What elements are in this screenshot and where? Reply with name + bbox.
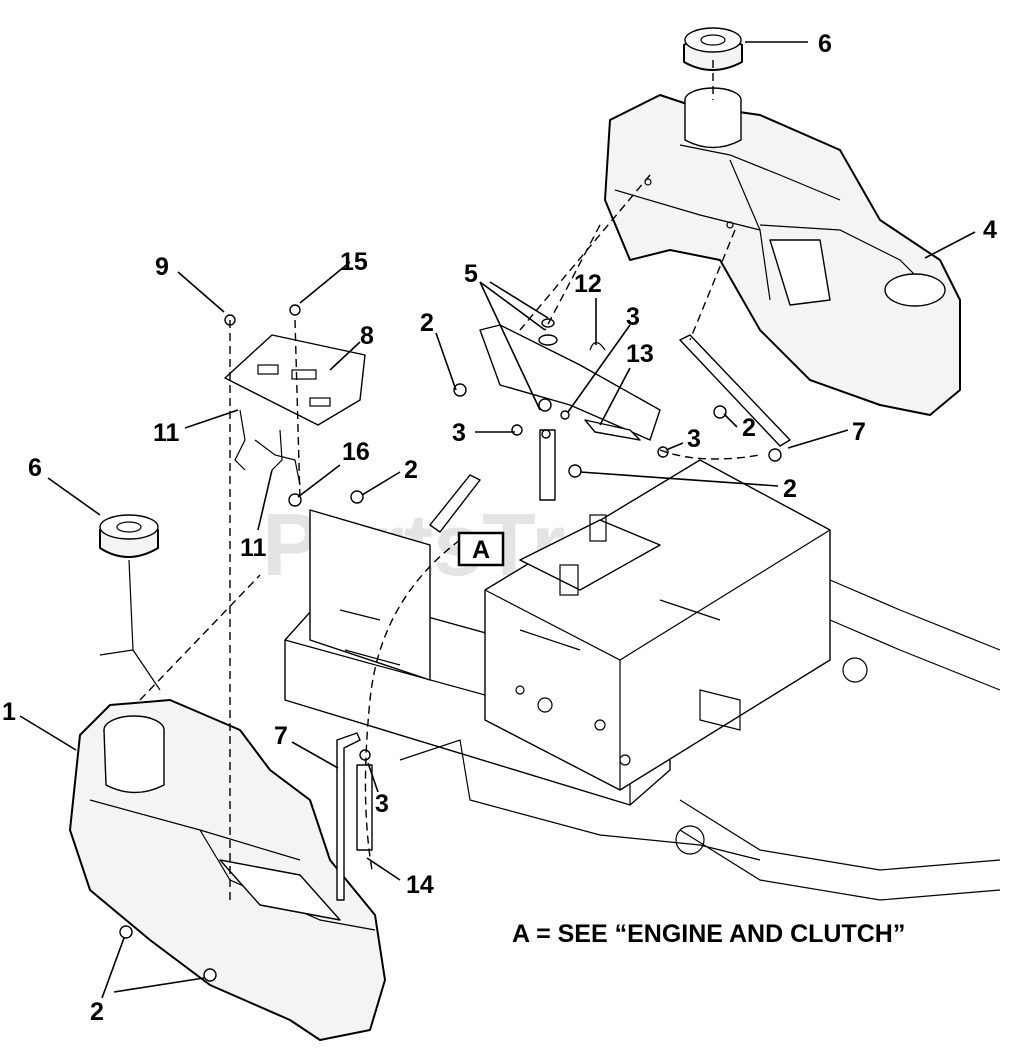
label-3-left: 3 bbox=[375, 790, 389, 818]
callout-box-a: A bbox=[457, 531, 505, 567]
label-14: 14 bbox=[406, 871, 434, 899]
fuel-pickup-left bbox=[336, 732, 373, 901]
mounting-plate bbox=[224, 334, 366, 426]
label-4: 4 bbox=[983, 216, 997, 244]
label-13: 13 bbox=[626, 340, 654, 368]
label-1: 1 bbox=[2, 698, 16, 726]
label-11-upper: 11 bbox=[153, 419, 180, 447]
label-3-top: 3 bbox=[626, 303, 640, 331]
fuel-cap-left bbox=[99, 514, 161, 691]
chassis-frame bbox=[284, 459, 1001, 901]
label-7-left: 7 bbox=[274, 722, 288, 750]
shutoff-valve bbox=[479, 318, 661, 501]
fuel-pickup-right bbox=[679, 334, 791, 462]
fuel-cap-top bbox=[683, 27, 743, 71]
svg-text:A: A bbox=[472, 536, 490, 564]
label-3-right: 3 bbox=[687, 425, 701, 453]
assembly-lines bbox=[139, 60, 761, 900]
fuel-line-tube bbox=[429, 474, 481, 533]
label-5: 5 bbox=[464, 260, 478, 288]
part-labels: 6 4 5 12 3 13 2 3 3 2 7 2 2 15 9 8 11 16… bbox=[2, 30, 997, 1026]
label-6-left: 6 bbox=[28, 454, 42, 482]
label-11-lower: 11 bbox=[240, 534, 267, 562]
label-2-right: 2 bbox=[742, 414, 756, 442]
label-2-bottom: 2 bbox=[90, 998, 104, 1026]
fuel-tank-left bbox=[69, 699, 386, 1041]
label-3-mid: 3 bbox=[452, 419, 466, 447]
label-12: 12 bbox=[574, 270, 602, 298]
label-15: 15 bbox=[340, 248, 368, 276]
leader-lines bbox=[19, 41, 976, 999]
label-2-lower-right: 2 bbox=[783, 475, 797, 503]
label-2-center: 2 bbox=[404, 456, 418, 484]
fuel-tank-right bbox=[604, 87, 961, 416]
fuel-valve-assembly bbox=[234, 409, 302, 507]
label-9: 9 bbox=[155, 253, 169, 281]
label-6-top: 6 bbox=[818, 30, 832, 58]
note-engine-clutch: A = SEE “ENGINE AND CLUTCH” bbox=[512, 920, 905, 948]
label-2-upper: 2 bbox=[420, 309, 434, 337]
label-16: 16 bbox=[342, 438, 370, 466]
label-8: 8 bbox=[360, 322, 374, 350]
label-7-right: 7 bbox=[852, 418, 866, 446]
